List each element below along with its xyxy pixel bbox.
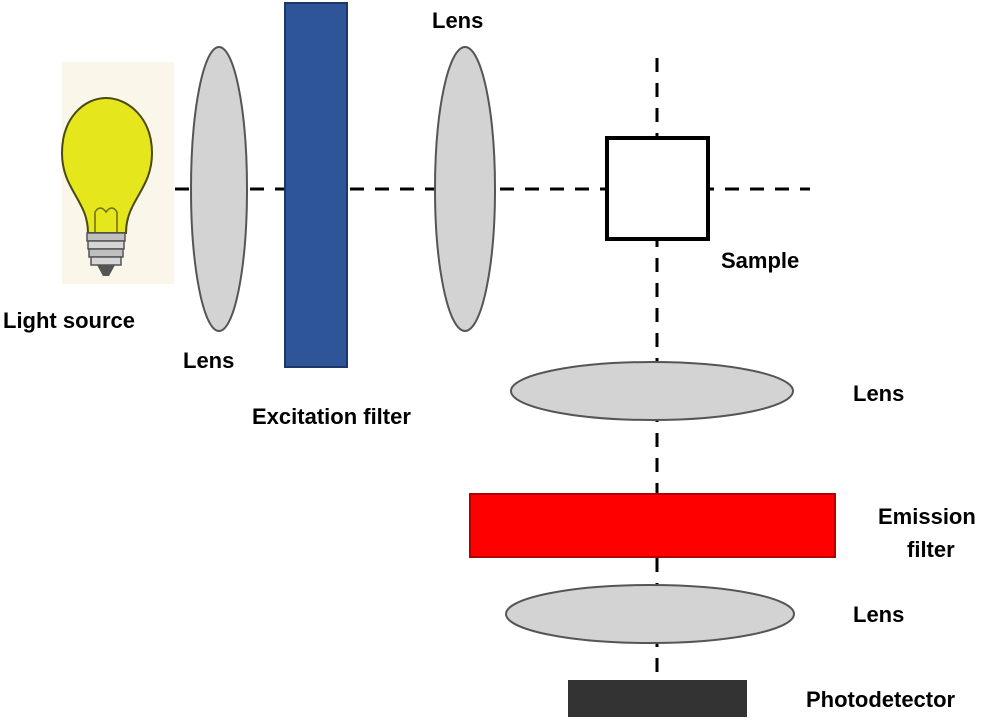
lens-4 xyxy=(505,584,795,644)
lens-3 xyxy=(510,361,794,421)
label-photodetector: Photodetector xyxy=(806,687,956,712)
bulb-glass xyxy=(60,96,154,234)
emission-filter xyxy=(469,493,836,558)
label-lens-1: Lens xyxy=(183,348,234,373)
lens-1 xyxy=(190,46,248,332)
excitation-filter xyxy=(284,2,348,368)
label-excitation-filter: Excitation filter xyxy=(252,404,411,429)
bulb-filament xyxy=(94,207,118,232)
label-lens-3: Lens xyxy=(853,381,904,406)
bulb-base xyxy=(86,232,126,276)
light-bulb-icon xyxy=(60,62,174,284)
label-sample: Sample xyxy=(721,248,799,273)
sample-cuvette xyxy=(605,136,710,241)
lens-2 xyxy=(434,46,496,332)
label-lens-2: Lens xyxy=(432,8,483,33)
photodetector xyxy=(568,680,747,717)
label-emission-filter-line1: Emission xyxy=(878,504,976,529)
label-light-source: Light source xyxy=(3,308,135,333)
label-emission-filter-line2: filter xyxy=(907,537,955,562)
label-lens-4: Lens xyxy=(853,602,904,627)
